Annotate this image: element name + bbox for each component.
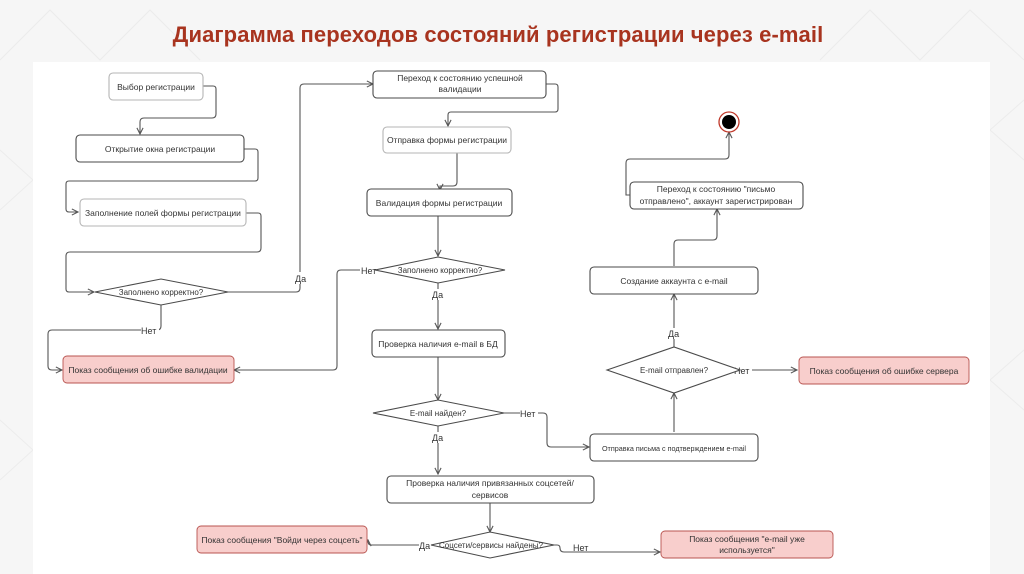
node-open-window[interactable]: Открытие окна регистрации xyxy=(75,134,245,163)
node-label: Отправка письма с подтверждением e-mail xyxy=(602,444,746,453)
node-box xyxy=(108,72,204,101)
node-login-via-social[interactable]: Показ сообщения "Войди через соцсеть" xyxy=(196,525,368,554)
label-yes-social: Да xyxy=(419,541,430,551)
decision-filled-correctly-2[interactable]: Заполнено корректно? xyxy=(374,256,506,284)
edge-labels: Да Нет Нет Да Нет Да Да Нет Да Нет xyxy=(141,265,752,553)
node-box xyxy=(366,188,513,217)
node-label: Отправка формы регистрации xyxy=(387,135,507,145)
decision-label: Заполнено корректно? xyxy=(119,288,204,297)
decision-email-found[interactable]: E-mail найден? xyxy=(372,399,505,427)
node-check-social[interactable]: Проверка наличия привязанных соцсетей/ с… xyxy=(386,475,595,504)
node-box xyxy=(382,126,512,154)
node-choose-registration[interactable]: Выбор регистрации xyxy=(108,72,204,101)
final-state-icon xyxy=(718,111,740,133)
node-server-error[interactable]: Показ сообщения об ошибке сервера xyxy=(798,356,970,385)
edge-success-to-submit xyxy=(448,83,559,126)
node-label: Показ сообщения об ошибке валидации xyxy=(68,365,228,375)
decision-social-found[interactable]: Соцсети/сервисы найдены? xyxy=(430,531,555,559)
node-validation-error[interactable]: Показ сообщения об ошибке валидации xyxy=(62,355,235,384)
decision-shape xyxy=(605,346,742,394)
label-yes-decision2: Да xyxy=(432,290,443,300)
node-label-line1: Переход к состоянию успешной xyxy=(397,73,523,83)
node-send-confirmation[interactable]: Отправка письма с подтверждением e-mail xyxy=(589,433,759,462)
edge-social-no xyxy=(553,544,660,552)
node-label-line2: валидации xyxy=(439,84,482,94)
node-check-email-db[interactable]: Проверка наличия e-mail в БД xyxy=(371,329,506,358)
node-box xyxy=(75,134,245,163)
edge-choose-to-open xyxy=(140,85,217,134)
decision-label: Соцсети/сервисы найдены? xyxy=(439,541,543,550)
node-label: Создание аккаунта с e-mail xyxy=(620,276,727,286)
label-no-social: Нет xyxy=(573,543,588,553)
final-state-dot xyxy=(722,115,736,129)
edge-social-yes xyxy=(368,540,437,545)
node-label: Показ сообщения "Войди через соцсеть" xyxy=(201,535,362,545)
edge-create-to-sentstate xyxy=(673,209,717,266)
node-label-line1: Показ сообщения "e-mail уже xyxy=(689,534,805,544)
node-label-line2: сервисов xyxy=(472,490,509,500)
node-box xyxy=(371,329,506,358)
label-no-email-sent: Нет xyxy=(734,366,749,376)
decision-shape xyxy=(94,278,229,306)
label-yes-decision1: Да xyxy=(295,274,306,284)
decision-label: E-mail найден? xyxy=(410,409,467,418)
page-title: Диаграмма переходов состояний регистраци… xyxy=(172,22,824,47)
node-label: Валидация формы регистрации xyxy=(376,198,503,208)
label-no-email-found: Нет xyxy=(520,409,535,419)
edge-decision2-no xyxy=(234,269,375,370)
node-box xyxy=(79,198,247,227)
node-submit-form[interactable]: Отправка формы регистрации xyxy=(382,126,512,154)
decision-shape xyxy=(374,256,506,284)
decision-shape xyxy=(430,531,555,559)
edge-submit-to-validate xyxy=(440,153,458,190)
label-yes-email-found: Да xyxy=(432,433,443,443)
edge-decision1-yes xyxy=(228,84,373,293)
node-label: Открытие окна регистрации xyxy=(105,144,216,154)
node-label: Заполнение полей формы регистрации xyxy=(85,208,241,218)
node-label: Проверка наличия e-mail в БД xyxy=(378,339,498,349)
node-box xyxy=(372,70,547,99)
decision-email-sent[interactable]: E-mail отправлен? xyxy=(605,346,742,394)
label-no-decision2: Нет xyxy=(361,266,376,276)
node-box xyxy=(589,266,759,295)
edge-open-to-fill xyxy=(65,148,259,212)
node-letter-sent-state[interactable]: Переход к состоянию "письмо отправлено",… xyxy=(629,181,804,210)
node-email-in-use[interactable]: Показ сообщения "e-mail уже используется… xyxy=(660,530,834,559)
node-label-line2: используется" xyxy=(719,545,775,555)
node-label: Выбор регистрации xyxy=(117,82,195,92)
node-box xyxy=(386,475,595,504)
node-box xyxy=(62,355,235,384)
node-label: Показ сообщения об ошибке сервера xyxy=(810,366,959,376)
node-validate-form[interactable]: Валидация формы регистрации xyxy=(366,188,513,217)
node-box xyxy=(589,433,759,462)
node-create-account[interactable]: Создание аккаунта с e-mail xyxy=(589,266,759,295)
decision-shape xyxy=(372,399,505,427)
decision-label: E-mail отправлен? xyxy=(640,366,709,375)
node-box xyxy=(798,356,970,385)
label-yes-email-sent: Да xyxy=(668,329,679,339)
node-label-line2: отправлено", аккаунт зарегистрирован xyxy=(640,196,793,206)
label-no-decision1: Нет xyxy=(141,326,156,336)
node-box xyxy=(629,181,804,210)
node-label-line1: Проверка наличия привязанных соцсетей/ xyxy=(406,478,574,488)
node-box xyxy=(660,530,834,559)
edge-fill-to-decision1 xyxy=(65,212,262,292)
node-box xyxy=(196,525,368,554)
edge-decision1-no xyxy=(47,304,162,370)
node-label-line1: Переход к состоянию "письмо xyxy=(657,184,776,194)
node-fill-fields[interactable]: Заполнение полей формы регистрации xyxy=(79,198,247,227)
decision-filled-correctly-1[interactable]: Заполнено корректно? xyxy=(94,278,229,306)
node-success-validation[interactable]: Переход к состоянию успешной валидации xyxy=(372,70,547,99)
edge-found-no xyxy=(504,412,589,447)
edge-sentstate-to-final xyxy=(625,132,729,196)
decision-label: Заполнено корректно? xyxy=(398,266,483,275)
edges xyxy=(47,83,797,552)
